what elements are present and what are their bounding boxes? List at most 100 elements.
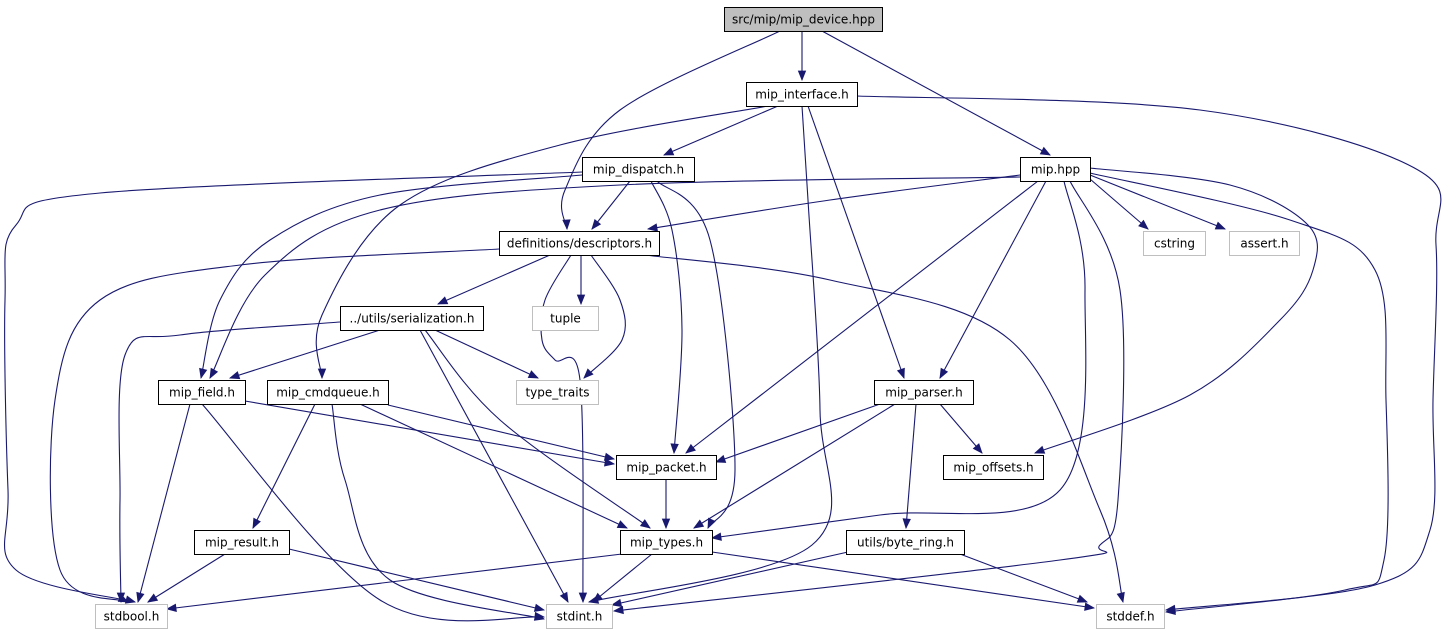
edge-serialization-to-type_traits	[434, 329, 539, 379]
edge-descriptors-to-stdint	[540, 254, 588, 604]
node-mip_field[interactable]: mip_field.h	[158, 380, 246, 405]
edge-mip_device-to-descriptors	[561, 30, 781, 231]
edge-mip_interface-to-mip_parser	[807, 105, 905, 380]
edge-line	[437, 254, 551, 305]
node-label: mip_types.h	[630, 536, 703, 550]
node-box	[1096, 604, 1165, 629]
node-byte_ring[interactable]: utils/byte_ring.h	[846, 530, 965, 555]
edge-mip_cmdqueue-to-mip_result	[252, 403, 316, 529]
edge-mip_parser-to-mip_packet	[714, 403, 881, 463]
edge-line	[663, 105, 779, 156]
node-label: mip_offsets.h	[953, 461, 1033, 475]
edge-line	[939, 180, 1047, 379]
node-box	[874, 380, 974, 405]
arrowhead	[199, 367, 208, 380]
arrowhead	[670, 443, 679, 455]
node-label: stdint.h	[557, 610, 603, 624]
edge-mip_parser-to-mip_types	[693, 403, 896, 529]
edge-serialization-to-stdbool	[116, 321, 341, 604]
edge-line	[807, 105, 905, 379]
node-box	[532, 306, 599, 331]
node-mip_hpp[interactable]: mip.hpp	[1020, 157, 1091, 182]
node-box	[1143, 231, 1206, 256]
node-label: type_traits	[525, 386, 589, 400]
edge-descriptors-to-type_traits	[583, 254, 626, 379]
node-layer: src/mip/mip_device.hpp mip_interface.hmip…	[95, 7, 1300, 629]
node-mip_types[interactable]: mip_types.h	[620, 530, 713, 555]
arrowhead	[661, 518, 671, 530]
node-mip_packet[interactable]: mip_packet.h	[616, 455, 717, 480]
edge-line	[611, 551, 849, 606]
arrowhead	[1033, 445, 1046, 454]
edge-descriptors-to-serialization	[437, 254, 551, 305]
edge-line	[1034, 167, 1318, 454]
node-label: mip_interface.h	[755, 88, 849, 102]
arrowhead	[1076, 594, 1089, 603]
node-serialization[interactable]: ../utils/serialization.h	[340, 306, 484, 331]
arrowhead	[578, 592, 588, 604]
edge-line	[821, 30, 1051, 156]
edge-mip_field-to-stdint	[201, 403, 546, 622]
arrowhead	[165, 603, 177, 613]
arrowhead	[1116, 591, 1125, 604]
edge-mip_dispatch-to-descriptors	[591, 180, 631, 230]
arrowhead	[228, 371, 241, 380]
node-mip_dispatch[interactable]: mip_dispatch.h	[582, 157, 695, 182]
arrowhead	[591, 219, 602, 230]
edge-mip_packet-to-mip_types	[661, 479, 671, 530]
node-mip_result[interactable]: mip_result.h	[194, 530, 290, 555]
node-box	[746, 82, 858, 107]
edge-line	[209, 176, 1021, 379]
node-box	[724, 7, 883, 32]
node-mip_device[interactable]: src/mip/mip_device.hpp	[724, 7, 883, 32]
node-box	[616, 455, 717, 480]
node-box	[340, 306, 484, 331]
node-mip_interface[interactable]: mip_interface.h	[746, 82, 858, 107]
arrowhead	[939, 367, 949, 379]
node-mip_parser[interactable]: mip_parser.h	[874, 380, 974, 405]
edge-line	[424, 329, 651, 529]
node-descriptors[interactable]: definitions/descriptors.h	[499, 231, 660, 256]
edge-line	[201, 403, 545, 622]
edge-mip_result-to-stdbool	[147, 553, 226, 603]
edge-mip_dispatch-to-mip_types	[656, 180, 736, 529]
arrowhead	[1084, 602, 1096, 611]
node-box	[1020, 157, 1091, 182]
edge-line	[561, 30, 781, 230]
arrowhead	[896, 367, 905, 380]
edge-layer	[3, 30, 1442, 622]
arrowhead	[610, 598, 623, 607]
arrowhead	[663, 147, 675, 156]
node-label: tuple	[550, 312, 581, 326]
edge-line	[244, 400, 615, 465]
edge-mip_field-to-stdbool	[136, 403, 191, 604]
edge-line	[359, 403, 628, 529]
arrowhead	[902, 518, 911, 530]
node-box	[267, 380, 389, 405]
arrowhead	[1164, 606, 1176, 616]
edge-mip_cmdqueue-to-stdint	[331, 403, 546, 621]
node-box	[158, 380, 246, 405]
arrowhead	[583, 368, 594, 379]
arrowhead	[136, 591, 145, 604]
edge-line	[137, 403, 191, 603]
node-stddef: stddef.h	[1096, 604, 1165, 629]
node-mip_cmdqueue[interactable]: mip_cmdqueue.h	[267, 380, 389, 405]
node-box	[516, 380, 599, 405]
arrowhead	[147, 593, 159, 603]
arrowhead	[693, 519, 705, 529]
node-label: mip_result.h	[205, 536, 279, 550]
edge-mip_hpp-to-descriptors	[646, 174, 1021, 232]
node-mip_offsets[interactable]: mip_offsets.h	[943, 455, 1044, 480]
edge-line	[693, 403, 896, 529]
edge-mip_parser-to-byte_ring	[902, 403, 917, 530]
edge-descriptors-to-stddef	[644, 254, 1125, 604]
node-label: mip_cmdqueue.h	[276, 386, 380, 400]
node-stdint: stdint.h	[546, 604, 613, 629]
arrowhead	[527, 370, 539, 379]
edge-line	[959, 553, 1088, 603]
edge-line	[592, 553, 653, 603]
edge-mip_types-to-stdint	[592, 553, 653, 603]
node-tuple: tuple	[532, 306, 599, 331]
edge-line	[540, 254, 584, 603]
